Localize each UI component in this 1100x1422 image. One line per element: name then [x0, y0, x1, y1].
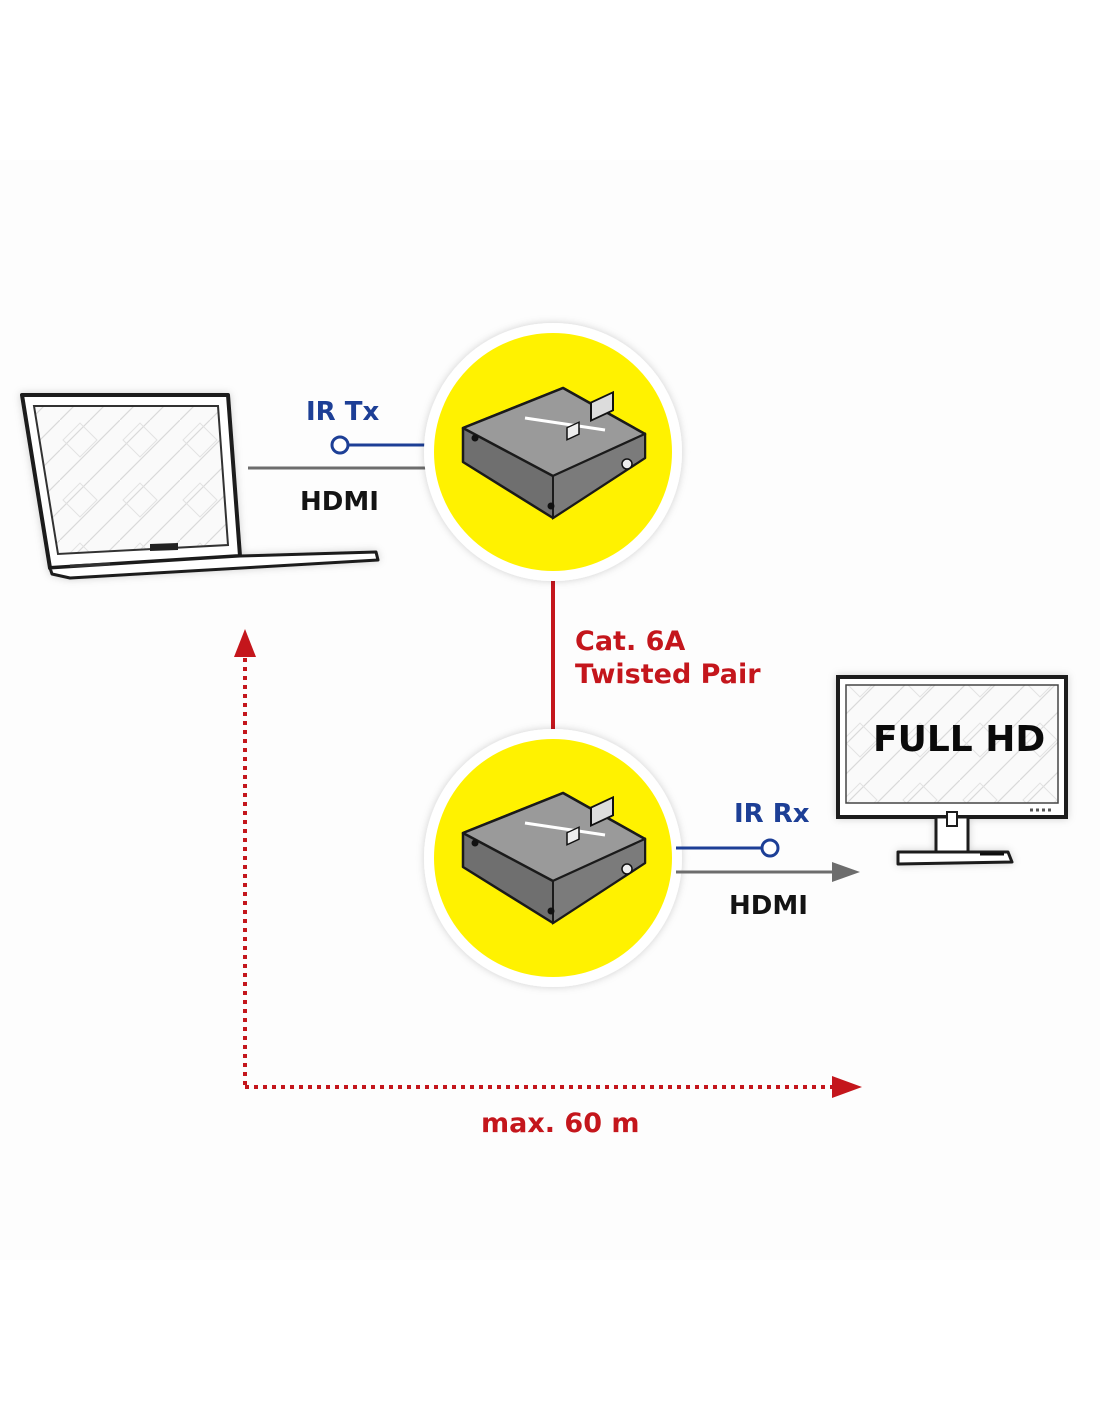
distance-up-arrowhead: [234, 629, 256, 657]
distance-right-arrowhead: [832, 1076, 862, 1098]
monitor-screen-text: FULL HD: [873, 719, 1046, 760]
ir-rx-label: IR Rx: [734, 799, 810, 829]
hdmi-extender-receiver-icon: [461, 791, 647, 925]
distance-label: max. 60 m: [481, 1108, 640, 1139]
hdmi-out-label: HDMI: [729, 891, 808, 921]
hdmi-out-arrowhead: [832, 862, 860, 882]
cable-label-line2: Twisted Pair: [575, 659, 761, 690]
ir-rx-connector: [760, 838, 780, 858]
laptop-icon: [20, 393, 380, 580]
monitor-icon: [836, 675, 1068, 866]
cable-label: Cat. 6A: [575, 626, 686, 657]
hdmi-in-label: HDMI: [300, 487, 379, 517]
ir-tx-connector: [330, 435, 350, 455]
ir-tx-label: IR Tx: [306, 397, 380, 427]
hdmi-extender-transmitter-icon: [461, 386, 647, 520]
